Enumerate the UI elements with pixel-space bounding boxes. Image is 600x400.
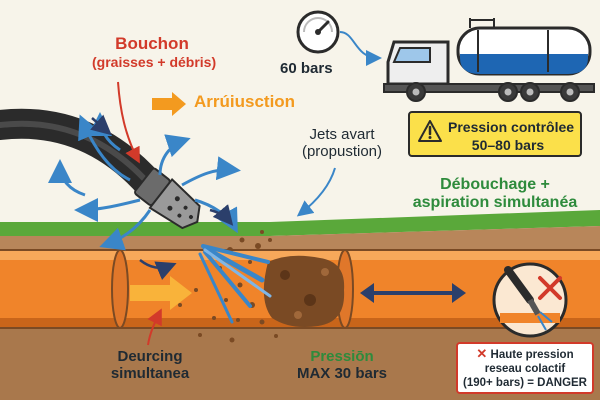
debris-clog	[264, 256, 344, 327]
jets-label: Jets avart (propustion)	[272, 126, 412, 161]
deurcing-line2: simultanea	[90, 365, 210, 382]
bouchon-label: Bouchon (graisses + débris)	[92, 34, 212, 70]
gauge-value: 60 bars	[280, 60, 333, 77]
warning-triangle-icon	[418, 120, 442, 142]
debouchage-line1: Débouchage +	[400, 176, 590, 194]
jets-line2: (propustion)	[272, 143, 412, 160]
pressure-gauge-icon	[298, 12, 338, 52]
danger-line3: (190+ bars) = DANGER	[458, 377, 592, 391]
danger-line1: Haute pression	[491, 349, 574, 361]
pressure-max-line2: MAX 30 bars	[282, 365, 402, 382]
pressure-line1: Pression contrôlee	[448, 119, 574, 135]
debouchage-label: Débouchage + aspiration simultanéa	[400, 176, 590, 213]
arrow-label: Arrúiusction	[194, 92, 295, 112]
danger-cross-icon: ✕	[476, 346, 487, 361]
danger-line2: reseau coIactif	[458, 363, 592, 377]
debouchage-line2: aspiration simultanéa	[400, 194, 590, 212]
danger-callout: ✕ Haute pression reseau coIactif (190+ b…	[456, 342, 594, 394]
deurcing-line1: Deurcing	[90, 348, 210, 365]
danger-magnifier	[494, 264, 566, 336]
jets-line1: Jets avart	[272, 126, 412, 143]
pressure-max-label: Pressiōn MAX 30 bars	[282, 348, 402, 383]
bouchon-subtitle: (graisses + débris)	[92, 54, 212, 70]
deurcing-label: Deurcing simultanea	[90, 348, 210, 383]
pressure-callout: Pression contrôlee 50–80 bars	[408, 111, 582, 157]
pressure-max-line1: Pressiōn	[282, 348, 402, 365]
pressure-line2: 50–80 bars	[448, 137, 568, 153]
bouchon-title: Bouchon	[115, 34, 189, 53]
